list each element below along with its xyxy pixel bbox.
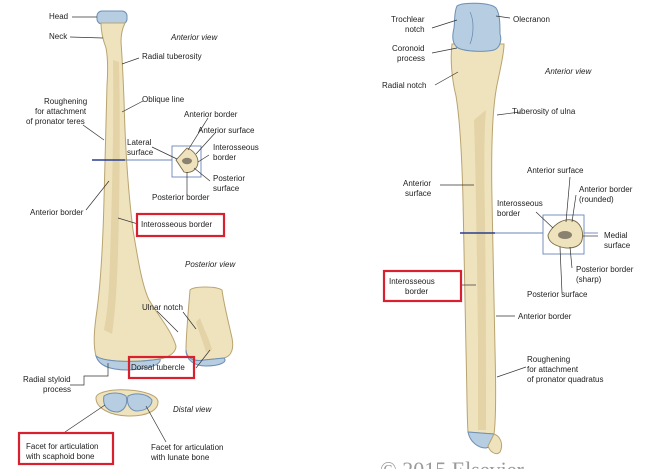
radius-leader-lines — [64, 16, 217, 443]
label-interosseous-border-cs-radius-l1: Interosseous — [213, 143, 259, 152]
label-roughening-pronator-teres-l2: for attachment — [35, 107, 87, 116]
label-coronoid-l1: Coronoid — [392, 44, 424, 53]
ulna-leader-lines — [431, 15, 598, 378]
label-ulnar-notch: Ulnar notch — [142, 303, 183, 312]
radius-head-cartilage — [96, 10, 128, 25]
label-trochlear-notch-l2: notch — [405, 25, 425, 34]
label-head: Head — [49, 12, 68, 21]
label-posterior-border-cs-radius: Posterior border — [152, 193, 210, 202]
label-posterior-border-cs-ulna-l1: Posterior border — [576, 265, 634, 274]
label-distal-view: Distal view — [173, 405, 212, 414]
label-posterior-surface-cs-radius-l1: Posterior — [213, 174, 245, 183]
label-roughening-pronator-teres-l1: Roughening — [44, 97, 87, 106]
highlight-facet-scaphoid — [17, 431, 115, 466]
radius-anterior-illustration — [93, 10, 177, 371]
label-interosseous-border-cs-radius-l2: border — [213, 153, 236, 162]
radius-highlight-boxes — [17, 212, 226, 466]
label-oblique-line: Oblique line — [142, 95, 185, 104]
radius-distal-view-illustration — [95, 389, 159, 417]
label-lateral-surface-l1: Lateral — [127, 138, 152, 147]
label-radial-tuberosity: Radial tuberosity — [142, 52, 202, 61]
label-posterior-surface-cs-ulna: Posterior surface — [527, 290, 588, 299]
label-anterior-border-radius: Anterior border — [30, 208, 84, 217]
label-facet-lunate-l2: with lunate bone — [150, 453, 210, 462]
label-posterior-surface-cs-radius-l2: surface — [213, 184, 240, 193]
label-lateral-surface-l2: surface — [127, 148, 154, 157]
label-facet-scaphoid-l1: Facet for articulation — [26, 442, 98, 451]
label-interosseous-border-ulna-boxed-l1: Interosseous — [389, 277, 435, 286]
label-posterior-view: Posterior view — [185, 260, 236, 269]
label-radial-styloid-l1: Radial styloid — [23, 375, 71, 384]
label-roughening-pronator-teres-l3: of pronator teres — [26, 117, 85, 126]
label-radial-styloid-l2: process — [43, 385, 71, 394]
ulna-trochlear-cartilage — [452, 2, 502, 52]
label-medial-surface-l2: surface — [604, 241, 631, 250]
label-anterior-surface-cs-ulna: Anterior surface — [527, 166, 584, 175]
label-neck: Neck — [49, 32, 68, 41]
label-anterior-surface-cs-radius: Anterior surface — [198, 126, 255, 135]
label-tuberosity-of-ulna: Tuberosity of ulna — [512, 107, 576, 116]
highlight-dorsal-tubercle — [127, 355, 196, 380]
ulna-cross-section — [460, 214, 598, 255]
label-anterior-view-ulna: Anterior view — [544, 67, 592, 76]
label-anterior-surface-ulna-l1: Anterior — [403, 179, 431, 188]
highlight-interosseous-border-ulna — [382, 269, 463, 303]
label-medial-surface-l1: Medial — [604, 231, 628, 240]
label-anterior-border-ulna: Anterior border — [518, 312, 572, 321]
label-radial-notch: Radial notch — [382, 81, 426, 90]
radius-labels: Head Neck Anterior view Radial tuberosit… — [23, 12, 259, 462]
label-posterior-border-cs-ulna-l2: (sharp) — [576, 275, 602, 284]
highlight-interosseous-border-radius — [135, 212, 226, 238]
label-interosseous-border-ulna-boxed-l2: border — [405, 287, 428, 296]
label-roughening-pronator-quadratus-l1: Roughening — [527, 355, 570, 364]
label-roughening-pronator-quadratus-l2: for attachment — [527, 365, 579, 374]
label-facet-scaphoid-l2: with scaphoid bone — [25, 452, 95, 461]
copyright-watermark: © 2015 Elsevier — [380, 457, 524, 469]
label-olecranon: Olecranon — [513, 15, 550, 24]
label-anterior-view-radius: Anterior view — [170, 33, 218, 42]
label-roughening-pronator-quadratus-l3: of pronator quadratus — [527, 375, 604, 384]
label-anterior-border-cs-ulna-l1: Anterior border — [579, 185, 633, 194]
radius-posterior-distal-illustration — [185, 286, 234, 367]
ulna-labels: Trochlear notch Olecranon Coronoid proce… — [382, 15, 634, 384]
label-facet-lunate-l1: Facet for articulation — [151, 443, 223, 452]
label-anterior-border-cs-radius: Anterior border — [184, 110, 238, 119]
label-interosseous-border-cs-ulna-l1: Interosseous — [497, 199, 543, 208]
label-anterior-border-cs-ulna-l2: (rounded) — [579, 195, 614, 204]
label-interosseous-border-cs-ulna-l2: border — [497, 209, 520, 218]
ulna-anterior-illustration — [450, 2, 505, 455]
label-coronoid-l2: process — [397, 54, 425, 63]
radius-cross-section — [92, 145, 202, 178]
label-interosseous-border-radius-boxed: Interosseous border — [141, 220, 212, 229]
label-anterior-surface-ulna-l2: surface — [405, 189, 432, 198]
label-trochlear-notch-l1: Trochlear — [391, 15, 425, 24]
label-dorsal-tubercle-boxed: Dorsal tubercle — [131, 363, 185, 372]
